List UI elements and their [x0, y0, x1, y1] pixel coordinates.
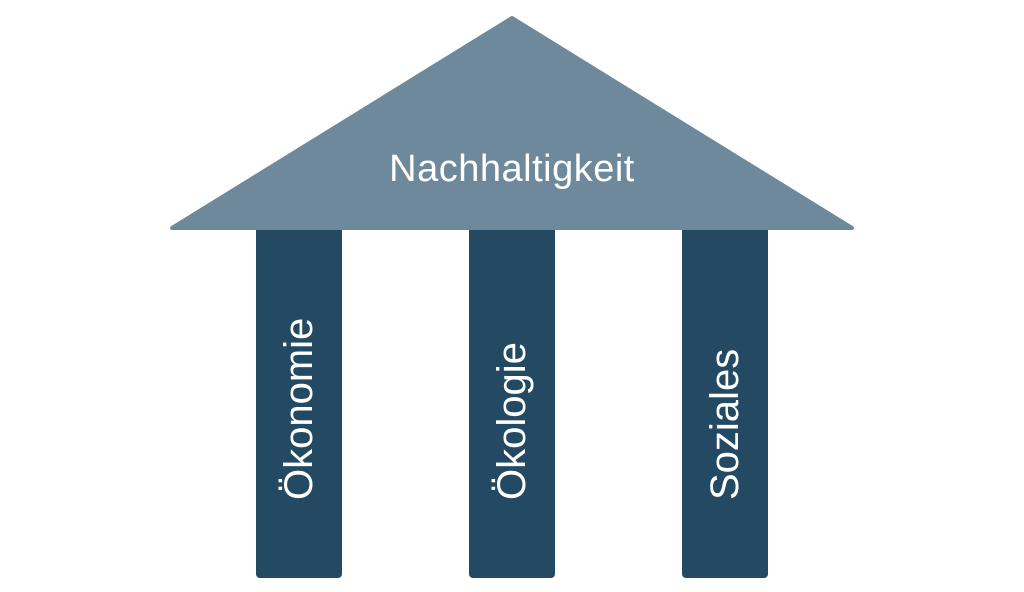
- pillar-oekologie: Ökologie: [469, 230, 555, 578]
- pillar-oekonomie: Ökonomie: [256, 230, 342, 578]
- roof-triangle: [170, 16, 854, 230]
- pillar-label: Soziales: [703, 348, 747, 500]
- roof-label: Nachhaltigkeit: [389, 148, 635, 190]
- pillar-label: Ökonomie: [277, 317, 321, 500]
- pillar-soziales: Soziales: [682, 230, 768, 578]
- pillar-label: Ökologie: [490, 342, 534, 500]
